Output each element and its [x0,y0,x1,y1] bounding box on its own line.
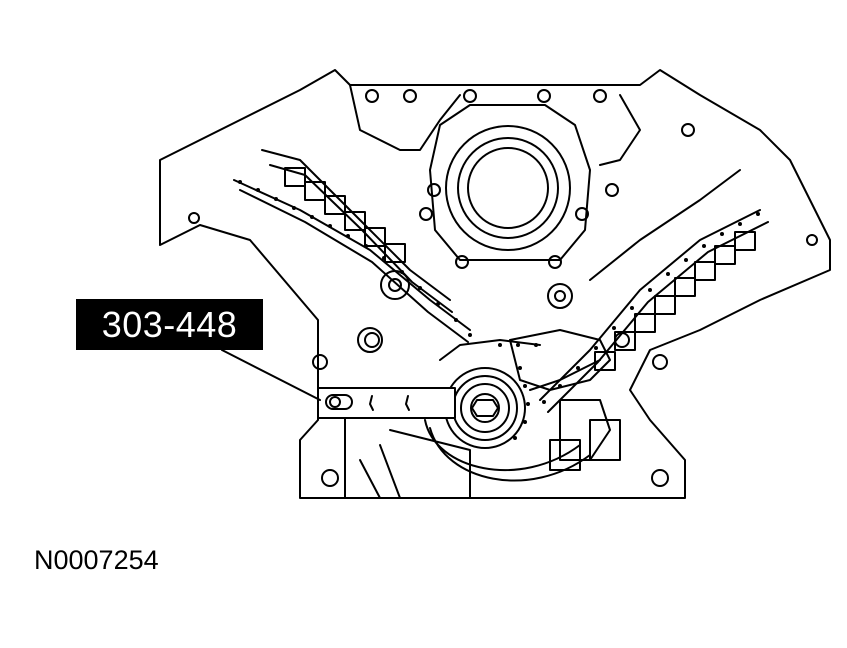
figure-id: N0007254 [34,545,159,575]
crankshaft-sprocket [444,367,526,449]
engine-block-outline [159,69,831,499]
left-timing-chain [233,179,471,331]
tool-callout-label: 303-448 [76,299,263,350]
crankshaft-holding-tool [317,387,456,419]
right-timing-chain [539,209,761,401]
callout-leader-line [221,349,321,401]
